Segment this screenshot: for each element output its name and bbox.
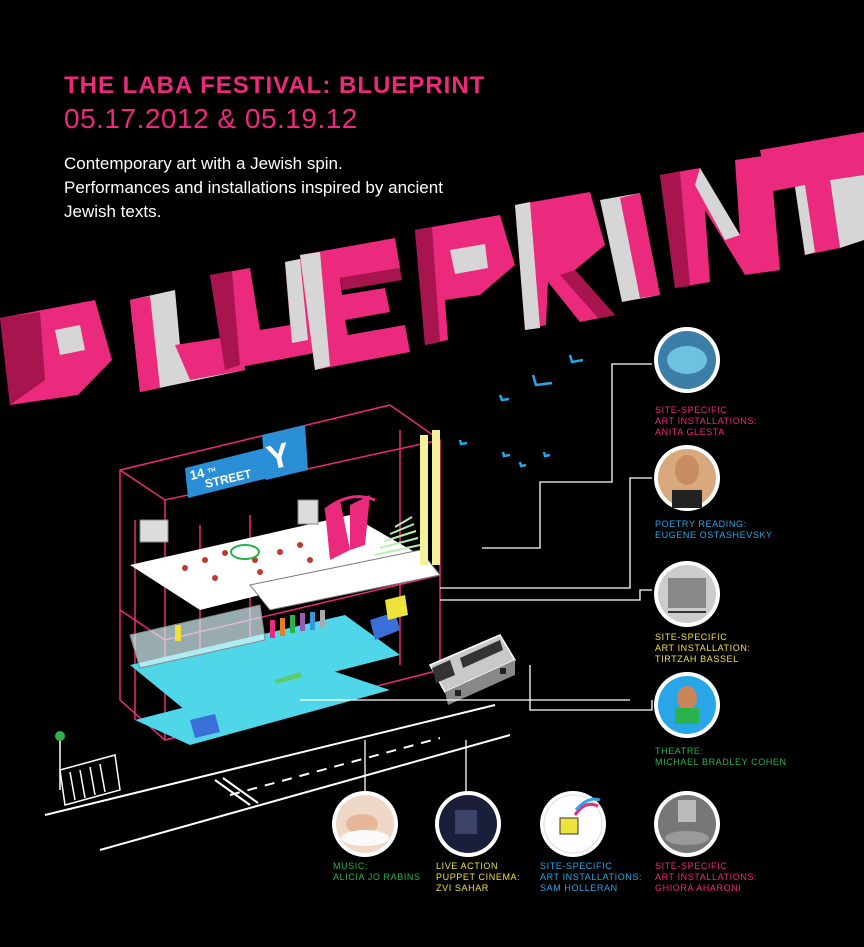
caption-line: ART INSTALLATIONS: bbox=[540, 872, 643, 882]
caption-line: EUGENE OSTASHEVSKY bbox=[655, 530, 773, 540]
connector-lines bbox=[300, 363, 653, 792]
street-sign bbox=[185, 425, 308, 498]
caption-line: SITE-SPECIFIC bbox=[655, 861, 728, 871]
floor-dots bbox=[182, 542, 313, 581]
festival-title: THE LABA FESTIVAL: BLUEPRINT bbox=[64, 72, 486, 99]
caption-line: ART INSTALLATIONS: bbox=[655, 416, 758, 426]
caption-line: SITE-SPECIFIC bbox=[655, 405, 728, 415]
photo-tirtzah-bassel bbox=[654, 561, 720, 627]
photo-alicia-jo-rabins bbox=[332, 791, 398, 857]
caption-line: ART INSTALLATIONS: bbox=[655, 872, 758, 882]
yellow-column-right bbox=[432, 430, 440, 565]
caption-line: ZVI SAHAR bbox=[436, 883, 489, 893]
caption-line: SAM HOLLERAN bbox=[540, 883, 618, 893]
blue-installation bbox=[370, 612, 400, 640]
caption-line: ART INSTALLATION: bbox=[655, 643, 751, 653]
caption-line: SITE-SPECIFIC bbox=[540, 861, 613, 871]
caption-line: THEATRE: bbox=[655, 746, 704, 756]
people-figures bbox=[175, 610, 325, 641]
photo-ghiora-aharoni bbox=[654, 791, 720, 857]
caption-eugene-ostashevsky: POETRY READING: EUGENE OSTASHEVSKY bbox=[655, 519, 773, 541]
photo-anita-glesta bbox=[654, 327, 720, 393]
caption-sam-holleran: SITE-SPECIFIC ART INSTALLATIONS: SAM HOL… bbox=[540, 861, 642, 894]
basketball-backboard bbox=[139, 519, 169, 543]
caption-zvi-sahar: LIVE ACTION PUPPET CINEMA: ZVI SAHAR bbox=[436, 861, 520, 894]
yellow-column-left bbox=[420, 435, 428, 565]
stairs bbox=[374, 516, 421, 556]
caption-ghiora-aharoni: SITE-SPECIFIC ART INSTALLATIONS: GHIORA … bbox=[655, 861, 757, 894]
photo-zvi-sahar bbox=[435, 791, 501, 857]
sign-suffix: TH bbox=[207, 467, 216, 475]
glass-railing bbox=[129, 604, 266, 669]
caption-line: TIRTZAH BASSEL bbox=[655, 654, 739, 664]
photo-sam-holleran bbox=[540, 791, 606, 857]
caption-anita-glesta: SITE-SPECIFIC ART INSTALLATIONS: ANITA G… bbox=[655, 405, 757, 438]
photo-michael-bradley-cohen bbox=[654, 672, 720, 738]
bird-shapes bbox=[458, 354, 584, 468]
caption-line: MUSIC: bbox=[333, 861, 369, 871]
bus bbox=[428, 634, 517, 705]
caption-line: PUPPET CINEMA: bbox=[436, 872, 521, 882]
caption-michael-bradley-cohen: THEATRE: MICHAEL BRADLEY COHEN bbox=[655, 746, 787, 768]
caption-line: ALICIA JO RABINS bbox=[333, 872, 421, 882]
caption-alicia-jo-rabins: MUSIC: ALICIA JO RABINS bbox=[333, 861, 421, 883]
middle-floor bbox=[130, 615, 400, 710]
sign-number: 14 bbox=[188, 465, 206, 483]
caption-line: MICHAEL BRADLEY COHEN bbox=[655, 757, 787, 767]
caption-tirtzah-bassel: SITE-SPECIFIC ART INSTALLATION: TIRTZAH … bbox=[655, 632, 751, 665]
header: THE LABA FESTIVAL: BLUEPRINT 05.17.2012 … bbox=[64, 72, 544, 224]
caption-line: SITE-SPECIFIC bbox=[655, 632, 728, 642]
stage-curtains bbox=[324, 495, 376, 560]
festival-dates: 05.17.2012 & 05.19.12 bbox=[64, 103, 358, 134]
caption-line: POETRY READING: bbox=[655, 519, 747, 529]
caption-line: GHIORA AHARONI bbox=[655, 883, 742, 893]
caption-line: ANITA GLESTA bbox=[655, 427, 725, 437]
festival-description: Contemporary art with a Jewish spin. Per… bbox=[64, 154, 443, 221]
subway-entrance bbox=[59, 740, 121, 806]
subway-globe-icon bbox=[55, 731, 65, 741]
photo-eugene-ostashevsky bbox=[654, 445, 720, 511]
caption-line: LIVE ACTION bbox=[436, 861, 499, 871]
blueprint-banner-letters bbox=[0, 132, 864, 405]
street-lines bbox=[44, 704, 511, 851]
